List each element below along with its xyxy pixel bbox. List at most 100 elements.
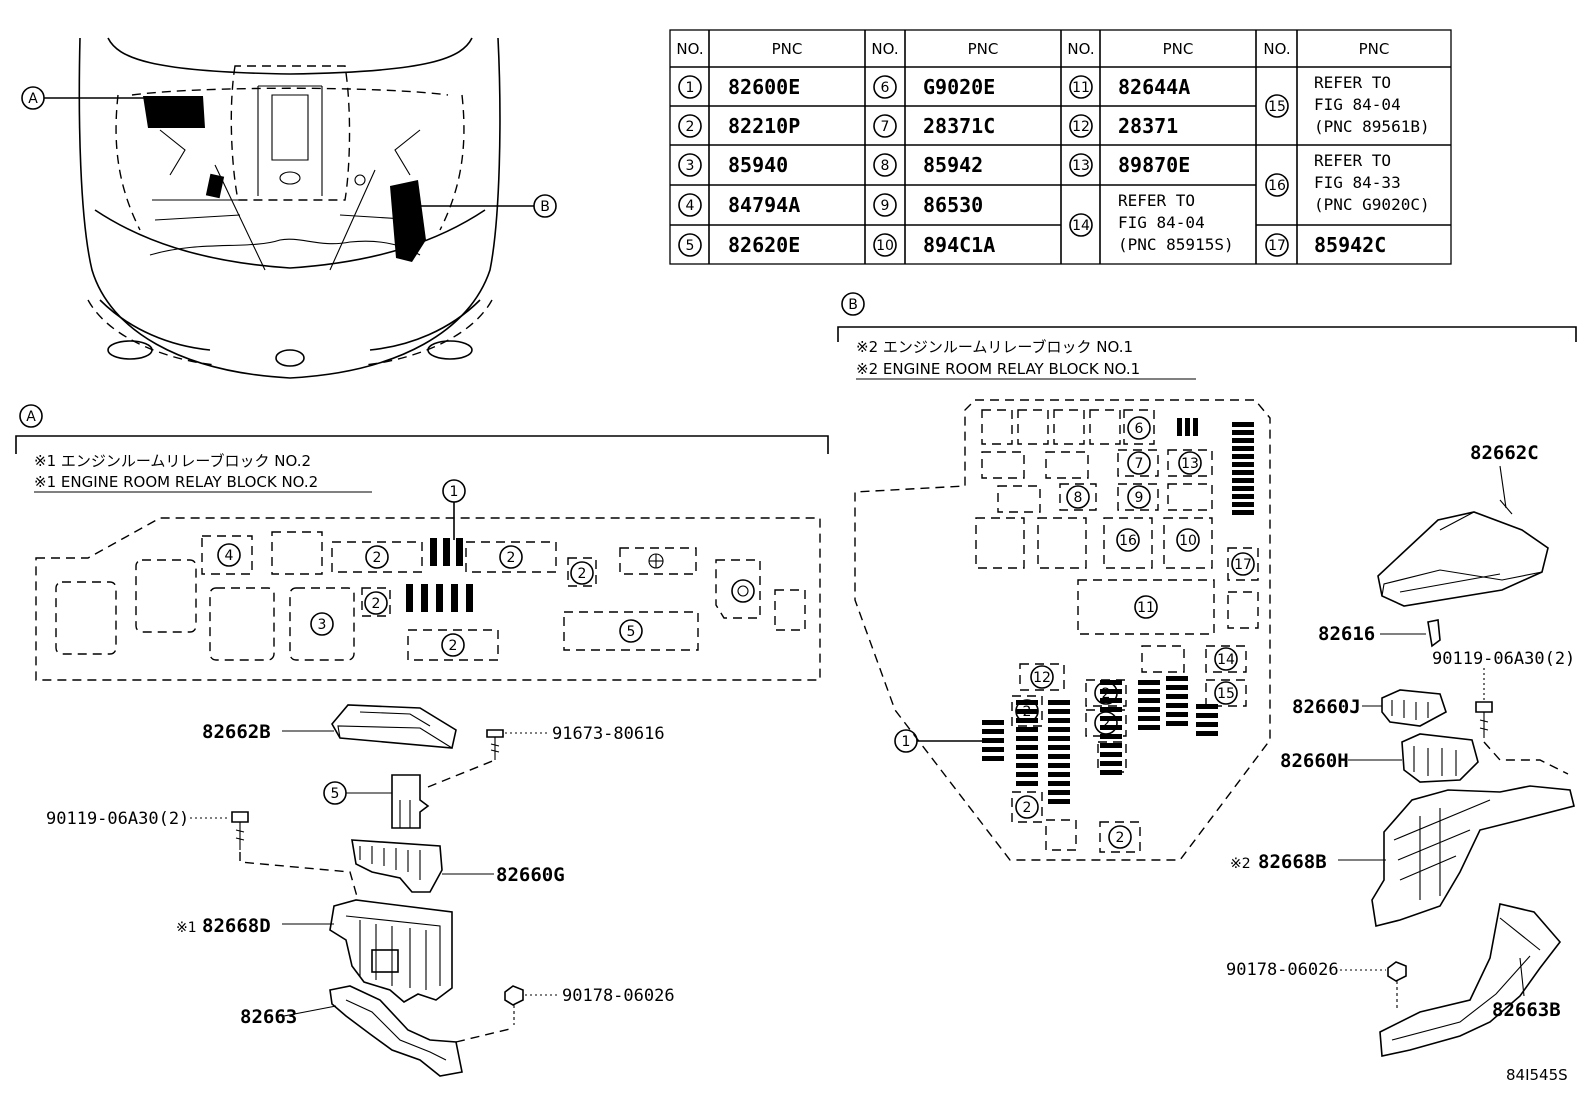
table-row: 16 REFER TO FIG 84-33 (PNC G9020C)	[1265, 151, 1430, 214]
svg-text:4: 4	[686, 198, 695, 214]
svg-text:14: 14	[1072, 218, 1090, 234]
table-row: 8 85942	[873, 153, 983, 177]
svg-text:10: 10	[1179, 533, 1197, 549]
svg-text:894C1A: 894C1A	[923, 233, 995, 257]
section-b-marker-label: B	[848, 297, 858, 313]
svg-text:85942C: 85942C	[1314, 233, 1386, 257]
svg-text:85940: 85940	[728, 153, 788, 177]
svg-text:82616: 82616	[1318, 623, 1375, 645]
vehicle-front-view	[78, 37, 501, 379]
svg-text:※1: ※1	[176, 920, 197, 936]
callout-b-label: B	[540, 199, 550, 215]
svg-text:FIG 84-04: FIG 84-04	[1118, 213, 1205, 232]
svg-text:16: 16	[1268, 178, 1286, 194]
svg-text:10: 10	[876, 238, 894, 254]
section-b-label-jp: ※2 エンジンルームリレーブロック NO.1	[856, 338, 1133, 356]
relay-block-no1-outline	[854, 399, 1271, 861]
section-a-marker-label: A	[26, 409, 36, 425]
header-pnc-4: PNC	[1359, 40, 1390, 58]
svg-text:1: 1	[450, 484, 459, 500]
svg-text:82668B: 82668B	[1258, 851, 1327, 873]
svg-text:2: 2	[1023, 800, 1032, 816]
svg-text:90178-06026: 90178-06026	[562, 986, 675, 1006]
svg-text:7: 7	[1135, 456, 1144, 472]
svg-text:82663: 82663	[240, 1006, 297, 1028]
svg-text:82600E: 82600E	[728, 75, 800, 99]
svg-text:13: 13	[1181, 456, 1199, 472]
table-row: 6 G9020E	[873, 75, 995, 99]
svg-text:6: 6	[1135, 421, 1144, 437]
svg-text:5: 5	[686, 238, 695, 254]
svg-text:12: 12	[1033, 670, 1051, 686]
table-row: 11 82644A	[1069, 75, 1190, 99]
svg-text:(PNC 89561B): (PNC 89561B)	[1314, 117, 1430, 136]
table-row: 3 85940	[678, 153, 788, 177]
relay-block-no1-labels: 6 7 13 8 9 16 10 17 11 14 15 12 2 2 2 2 …	[894, 416, 1255, 849]
table-row: 5 82620E	[678, 233, 800, 257]
section-a-label-jp: ※1 エンジンルームリレーブロック NO.2	[34, 452, 311, 470]
svg-text:3: 3	[686, 158, 695, 174]
svg-text:82663B: 82663B	[1492, 999, 1561, 1021]
svg-text:17: 17	[1234, 557, 1252, 573]
table-row: 15 REFER TO FIG 84-04 (PNC 89561B)	[1265, 73, 1430, 136]
svg-text:1: 1	[902, 734, 911, 750]
table-row: 12 28371	[1069, 114, 1178, 138]
header-pnc-1: PNC	[772, 40, 803, 58]
svg-text:5: 5	[627, 624, 636, 640]
svg-text:FIG 84-04: FIG 84-04	[1314, 95, 1401, 114]
svg-text:2: 2	[449, 638, 458, 654]
relay-block-no2-slots	[55, 531, 806, 661]
svg-text:82210P: 82210P	[728, 114, 800, 138]
svg-text:REFER TO: REFER TO	[1118, 191, 1195, 210]
svg-text:6: 6	[881, 80, 890, 96]
header-pnc-3: PNC	[1163, 40, 1194, 58]
svg-text:82620E: 82620E	[728, 233, 800, 257]
section-b-exploded-parts: 82662C 82616 90119-06A30(2) 82660J 82660…	[1226, 442, 1575, 1057]
svg-text:8: 8	[881, 158, 890, 174]
table-row: 14 REFER TO FIG 84-04 (PNC 85915S)	[1069, 191, 1234, 254]
svg-text:2: 2	[507, 550, 516, 566]
table-row: 2 82210P	[678, 114, 800, 138]
svg-text:FIG 84-33: FIG 84-33	[1314, 173, 1401, 192]
svg-text:28371C: 28371C	[923, 114, 995, 138]
svg-text:3: 3	[318, 617, 327, 633]
svg-text:※2: ※2	[1230, 856, 1251, 872]
svg-text:2: 2	[1102, 686, 1111, 702]
svg-text:2: 2	[686, 119, 695, 135]
svg-text:15: 15	[1268, 99, 1286, 115]
svg-text:2: 2	[373, 550, 382, 566]
svg-text:82660J: 82660J	[1292, 696, 1361, 718]
svg-text:2: 2	[1116, 830, 1125, 846]
svg-text:82662B: 82662B	[202, 721, 271, 743]
table-row: 13 89870E	[1069, 153, 1190, 177]
svg-text:82644A: 82644A	[1118, 75, 1190, 99]
svg-text:1: 1	[686, 80, 695, 96]
svg-text:85942: 85942	[923, 153, 983, 177]
header-pnc-2: PNC	[968, 40, 999, 58]
svg-text:82660G: 82660G	[496, 864, 565, 886]
svg-text:G9020E: G9020E	[923, 75, 995, 99]
section-a-marker	[19, 404, 43, 428]
svg-text:15: 15	[1217, 686, 1235, 702]
section-a-exploded-parts: 82662B 91673-80616 5 90119-06A30(2) 8266…	[46, 704, 675, 1077]
svg-text:91673-80616: 91673-80616	[552, 724, 665, 744]
svg-text:11: 11	[1072, 80, 1090, 96]
relay-block-no2-outline	[35, 517, 821, 681]
table-row: 4 84794A	[678, 193, 800, 217]
svg-text:2: 2	[1023, 704, 1032, 720]
header-no-1: NO.	[676, 40, 703, 58]
svg-text:9: 9	[1135, 490, 1144, 506]
svg-text:14: 14	[1217, 652, 1235, 668]
section-a-label-en: ※1 ENGINE ROOM RELAY BLOCK NO.2	[34, 473, 318, 491]
table-row: 17 85942C	[1265, 233, 1386, 257]
svg-text:(PNC G9020C): (PNC G9020C)	[1314, 195, 1430, 214]
svg-text:12: 12	[1072, 119, 1090, 135]
svg-text:REFER TO: REFER TO	[1314, 73, 1391, 92]
relay-block-no2-labels: 4 2 2 2 2 3 2 5 1	[217, 479, 643, 657]
svg-text:82660H: 82660H	[1280, 750, 1349, 772]
svg-text:17: 17	[1268, 238, 1286, 254]
svg-text:5: 5	[331, 786, 340, 802]
svg-text:2: 2	[578, 566, 587, 582]
table-row: 1 82600E	[678, 75, 800, 99]
